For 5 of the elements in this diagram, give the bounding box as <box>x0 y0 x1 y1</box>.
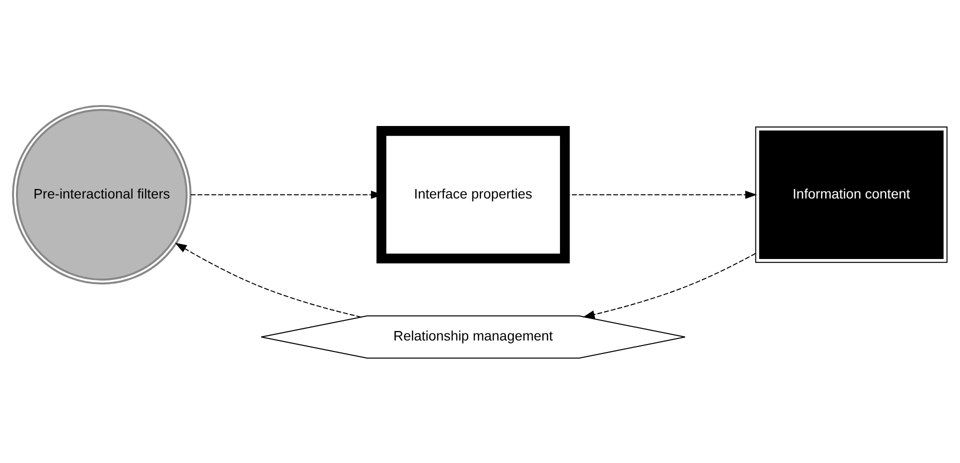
node-box: Information content <box>755 126 948 262</box>
arrow <box>174 242 362 318</box>
arrow <box>582 252 756 318</box>
node-circle: Pre-interactional filters <box>12 104 192 284</box>
node-box: Interface properties <box>376 126 570 263</box>
